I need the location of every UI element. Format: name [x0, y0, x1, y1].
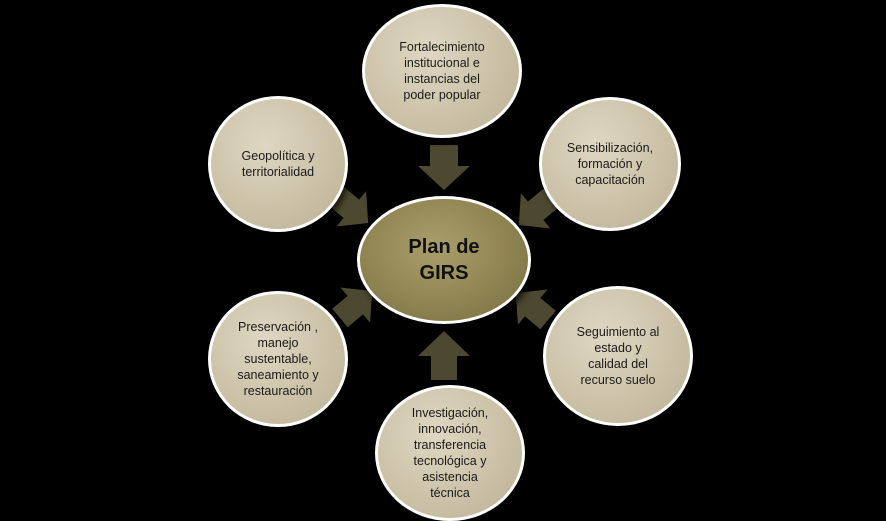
- node-label: Fortalecimiento institucional e instanci…: [399, 40, 485, 102]
- arrow-bottom-left: [332, 287, 373, 328]
- node-label: Geopolítica y territorialidad: [241, 149, 315, 179]
- node-geopolitica: Geopolítica y territorialidad: [208, 96, 348, 232]
- node-label: Sensibilización, formación y capacitació…: [566, 141, 654, 187]
- arrow-bottom-right: [515, 289, 556, 330]
- node-preservacion: Preservación , manejo sustentable, sanea…: [208, 291, 348, 427]
- node-label: Seguimiento al estado y calidad del recu…: [576, 325, 660, 387]
- arrow-top: [418, 145, 470, 190]
- node-label: Preservación , manejo sustentable, sanea…: [237, 320, 319, 398]
- node-fortalecimiento-institucional: Fortalecimiento institucional e instanci…: [362, 4, 522, 138]
- center-label: Plan de GIRS: [408, 236, 480, 284]
- node-seguimiento-suelo: Seguimiento al estado y calidad del recu…: [543, 286, 693, 426]
- node-investigacion: Investigación, innovación, transferencia…: [375, 385, 525, 521]
- arrow-bottom: [418, 331, 470, 380]
- node-label: Investigación, innovación, transferencia…: [411, 406, 489, 500]
- center-node-plan-girs: Plan de GIRS: [357, 196, 531, 324]
- node-sensibilizacion: Sensibilización, formación y capacitació…: [539, 97, 681, 231]
